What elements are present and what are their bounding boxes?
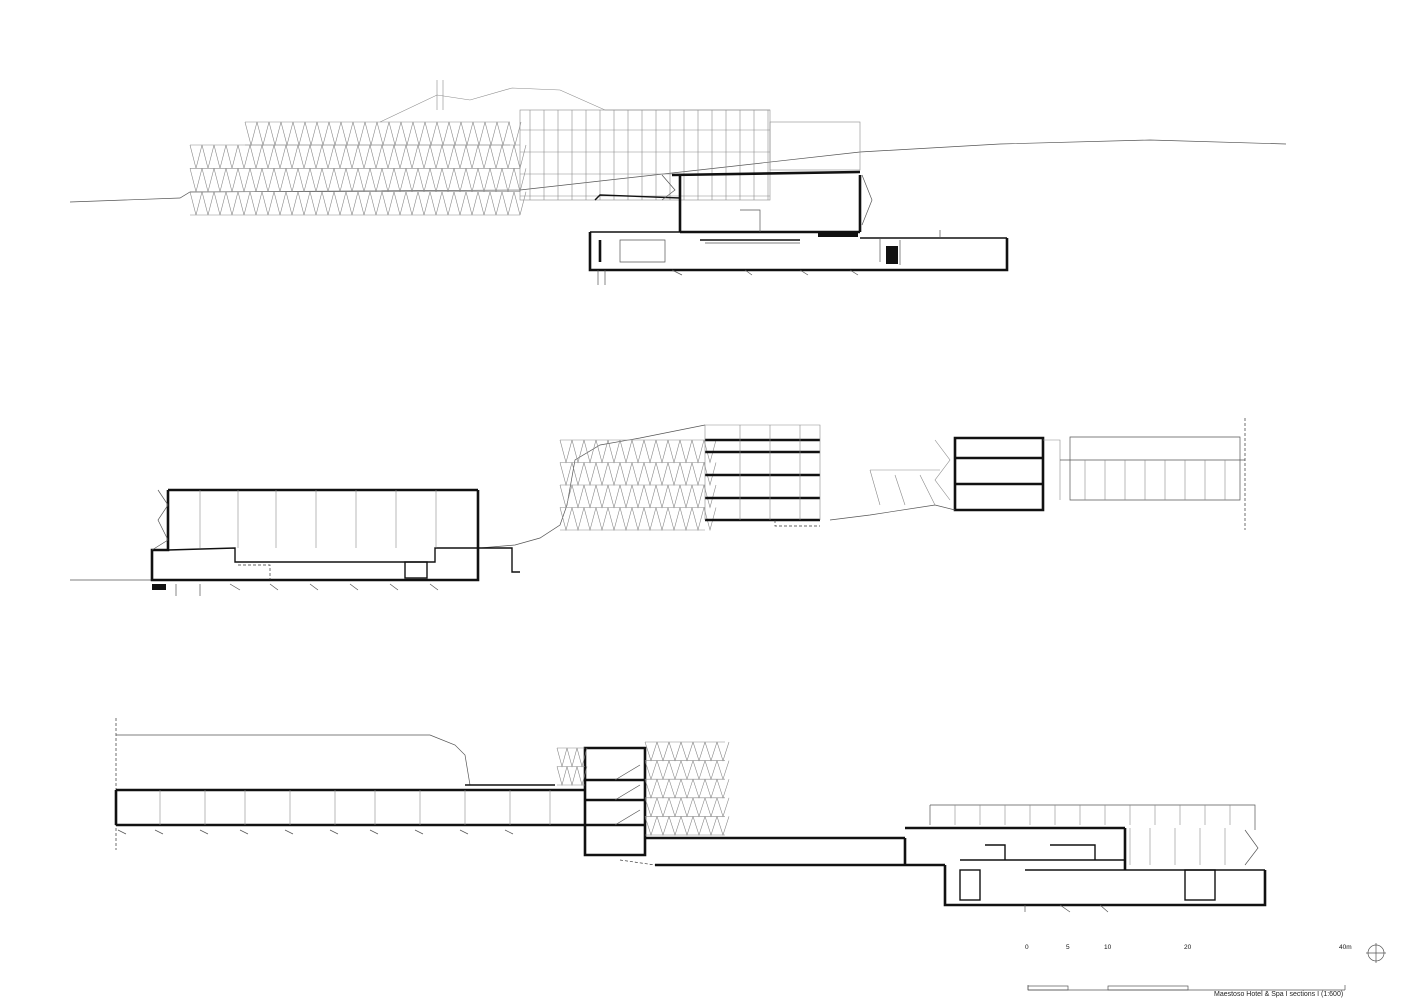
section-3 [114, 718, 1267, 913]
section-1 [69, 80, 1287, 285]
scale-tick-20: 20 [1184, 944, 1192, 951]
section-2 [70, 418, 1246, 596]
scale-tick-10: 10 [1104, 944, 1112, 951]
lattice-facade [559, 439, 717, 532]
lattice-facade [189, 144, 527, 216]
scale-tick-0: 0 [1025, 944, 1029, 951]
scale-bar [1027, 985, 1346, 991]
crosshair-circle-icon [1366, 943, 1386, 963]
lattice-facade [556, 747, 588, 787]
lattice-facade [244, 121, 522, 147]
lattice-facade [644, 741, 730, 836]
glazed-facade-grid [520, 110, 770, 200]
scale-tick-5: 5 [1066, 944, 1070, 951]
drawing-caption: Maestoso Hotel & Spa I sections I (1:600… [1214, 991, 1344, 998]
scale-tick-40: 40m [1339, 944, 1352, 951]
